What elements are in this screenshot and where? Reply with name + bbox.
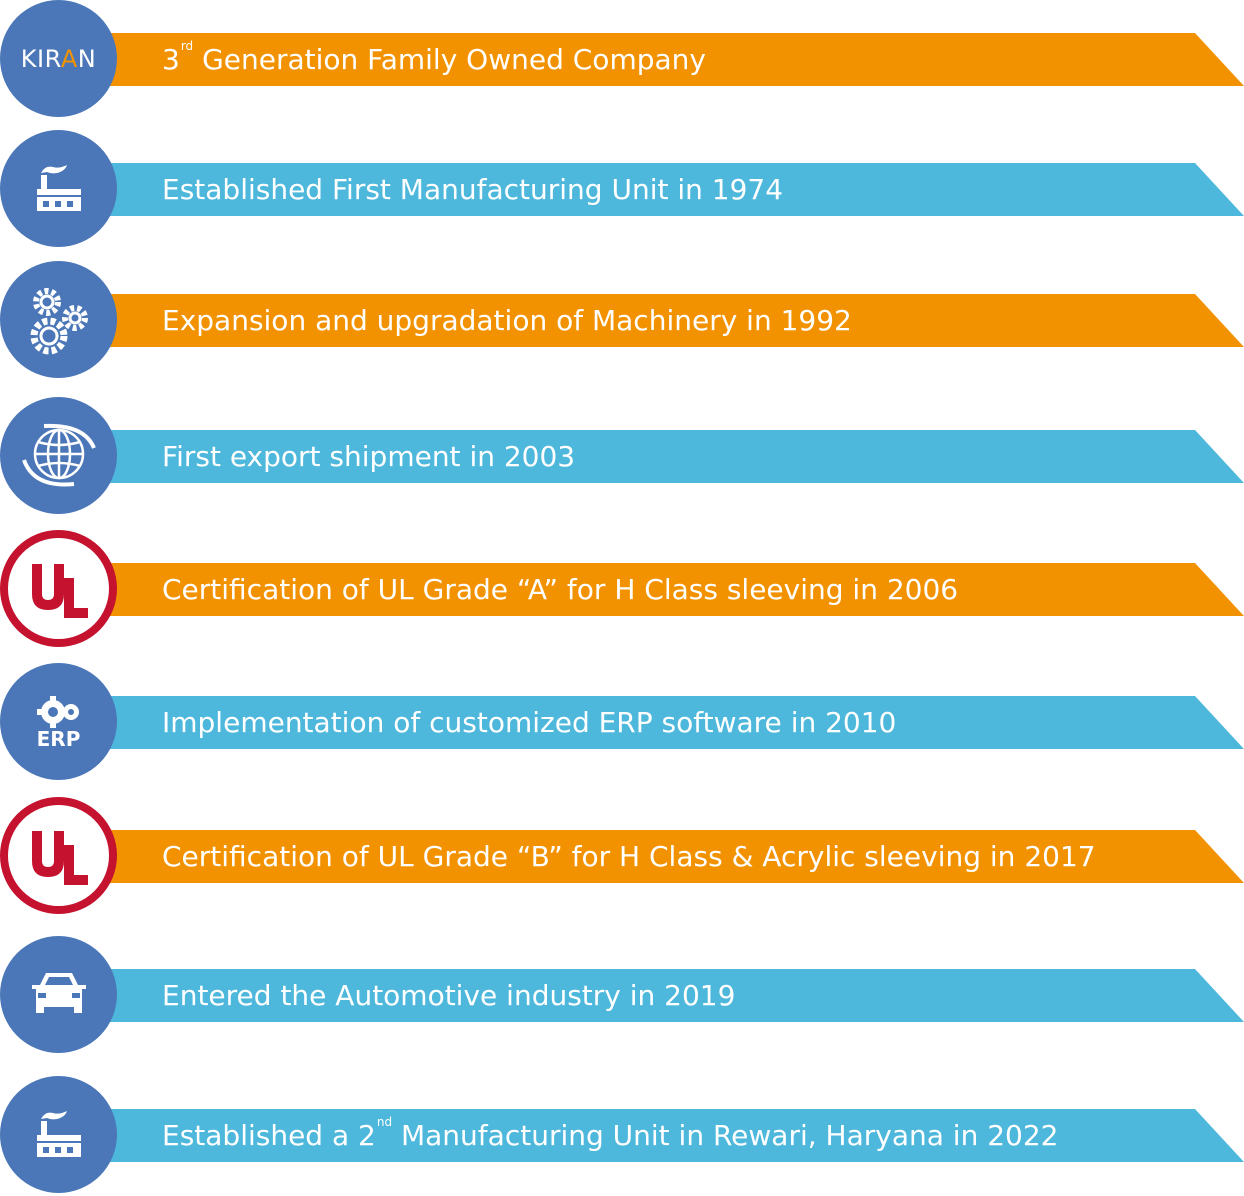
milestone-row: Implementation of customized ERP softwar…	[0, 663, 1244, 783]
car-icon	[0, 936, 117, 1053]
erp-icon: ERP	[0, 663, 117, 780]
banner	[60, 696, 1244, 749]
milestone-text: Entered the Automotive industry in 2019	[162, 979, 736, 1012]
milestone-text: Expansion and upgradation of Machinery i…	[162, 304, 852, 337]
globe-icon	[0, 397, 117, 514]
banner	[60, 830, 1244, 883]
milestone-text: Certification of UL Grade “A” for H Clas…	[162, 573, 959, 606]
milestone-row: Expansion and upgradation of Machinery i…	[0, 261, 1244, 381]
milestone-row: Established First Manufacturing Unit in …	[0, 130, 1244, 250]
milestone-row: Entered the Automotive industry in 2019	[0, 936, 1244, 1056]
kiran-logo-icon: KIRAN	[0, 0, 117, 117]
milestone-text: 3rd Generation Family Owned Company	[162, 39, 706, 76]
milestone-row: Certification of UL Grade “A” for H Clas…	[0, 530, 1244, 650]
milestone-row: First export shipment in 2003	[0, 397, 1244, 517]
banner	[60, 163, 1244, 216]
milestone-text: Established First Manufacturing Unit in …	[162, 173, 784, 206]
milestone-text: Implementation of customized ERP softwar…	[162, 706, 897, 739]
milestone-text: Established a 2nd Manufacturing Unit in …	[162, 1115, 1059, 1152]
ul-icon	[0, 797, 117, 914]
milestone-text: First export shipment in 2003	[162, 440, 576, 473]
banner	[60, 33, 1244, 86]
ul-icon	[0, 530, 117, 647]
gears-icon	[0, 261, 117, 378]
milestone-text: Certification of UL Grade “B” for H Clas…	[162, 840, 1096, 873]
factory-icon	[0, 1076, 117, 1193]
factory-icon	[0, 130, 117, 247]
banner	[60, 969, 1244, 1022]
erp-label: ERP	[36, 726, 81, 751]
milestone-row: Established a 2nd Manufacturing Unit in …	[0, 1076, 1244, 1196]
banner	[60, 1109, 1244, 1162]
banner	[60, 294, 1244, 347]
milestone-row: 3rd Generation Family Owned Company KIRA…	[0, 0, 1244, 120]
banner	[60, 563, 1244, 616]
milestone-row: Certification of UL Grade “B” for H Clas…	[0, 797, 1244, 917]
banner	[60, 430, 1244, 483]
